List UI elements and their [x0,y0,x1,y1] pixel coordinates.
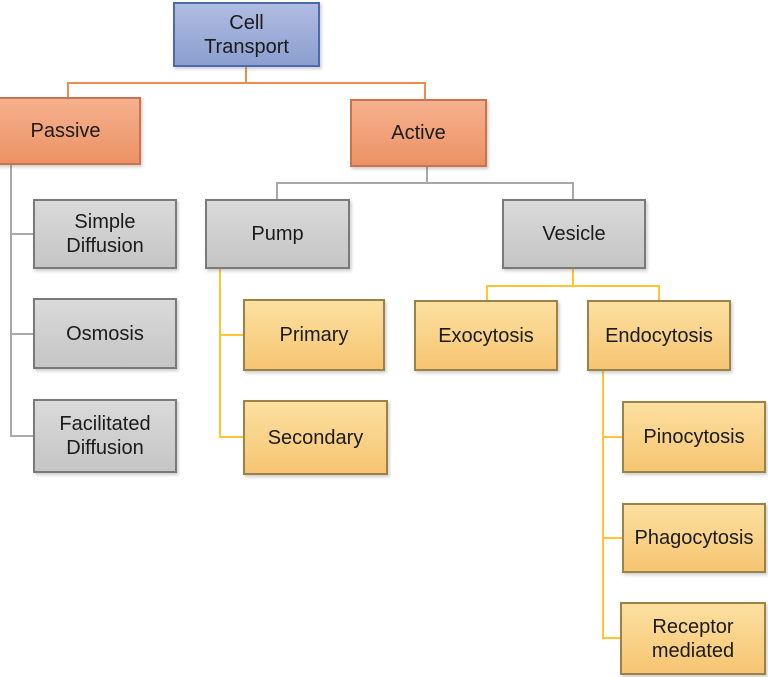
connector-passive-stem [10,165,12,437]
connector-root-to-passive [67,82,69,97]
connector-root-crossbar [67,82,426,84]
connector-pump-to-primary [219,334,243,336]
node-exocytosis: Exocytosis [414,300,558,371]
node-vesicle-label: Vesicle [542,223,606,245]
node-pump: Pump [205,199,350,269]
connector-active-stem [426,167,428,184]
node-simple-diffusion: Simple Diffusion [33,199,177,269]
connector-vesicle-crossbar [486,285,660,287]
connector-active-to-pump [276,182,278,199]
connector-vesicle-to-endocytosis [658,285,660,300]
node-primary: Primary [243,299,385,371]
connector-endocytosis-to-receptor-mediated [602,637,622,639]
node-passive-label: Passive [30,120,101,142]
connector-vesicle-stem [572,269,574,287]
node-facilitated-diffusion-label: Facilitated Diffusion [59,413,151,459]
node-endocytosis: Endocytosis [587,300,731,371]
node-exocytosis-label: Exocytosis [438,324,534,347]
node-active: Active [350,99,487,167]
connector-passive-to-osmosis [10,333,33,335]
node-pump-label: Pump [251,223,304,245]
node-secondary: Secondary [243,400,388,475]
connector-active-to-vesicle [572,182,574,199]
connector-root-stem [245,67,247,83]
connector-root-to-active [424,82,426,100]
node-active-label: Active [391,122,446,144]
node-phagocytosis: Phagocytosis [622,503,766,573]
node-facilitated-diffusion: Facilitated Diffusion [33,399,177,473]
connector-passive-to-simple-diffusion [10,233,33,235]
connector-pump-to-secondary [219,436,243,438]
connector-endocytosis-to-pinocytosis [602,436,622,438]
node-phagocytosis-label: Phagocytosis [634,527,754,549]
connector-pump-stem [219,269,221,438]
node-pinocytosis-label: Pinocytosis [643,426,745,448]
node-receptor-mediated-label: Receptor mediated [651,615,735,662]
node-passive: Passive [0,97,141,165]
connector-passive-to-facilitated-diffusion [10,435,33,437]
node-cell-transport: Cell Transport [173,2,320,67]
node-endocytosis-label: Endocytosis [605,324,713,347]
connector-active-crossbar [276,182,574,184]
connector-vesicle-to-exocytosis [486,285,488,300]
node-pinocytosis: Pinocytosis [622,401,766,473]
node-vesicle: Vesicle [502,199,646,269]
node-simple-diffusion-label: Simple Diffusion [66,211,144,257]
node-osmosis: Osmosis [33,298,177,369]
node-osmosis-label: Osmosis [66,322,144,345]
connector-endocytosis-to-phagocytosis [602,537,622,539]
connector-endocytosis-stem [602,371,604,639]
node-secondary-label: Secondary [267,426,364,449]
node-cell-transport-label: Cell Transport [204,11,289,58]
node-primary-label: Primary [279,324,349,346]
node-receptor-mediated: Receptor mediated [620,602,766,675]
